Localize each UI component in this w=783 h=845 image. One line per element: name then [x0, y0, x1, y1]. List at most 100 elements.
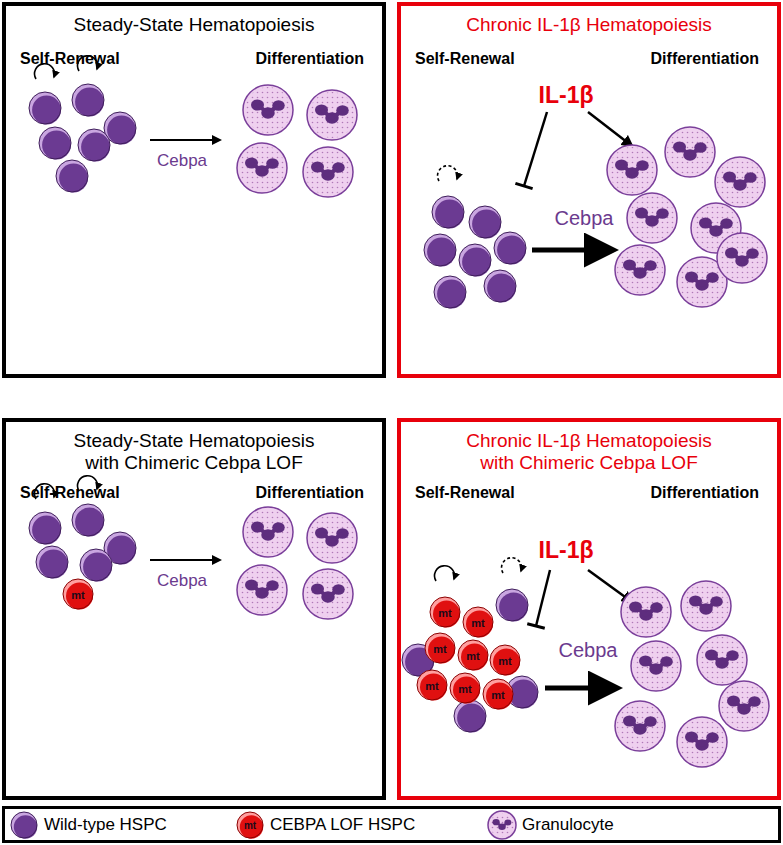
arrow — [150, 139, 220, 141]
wild-type-hspc-highlight — [39, 127, 71, 159]
wild-type-hspc-outline — [72, 84, 104, 116]
wild-type-hspc-outline — [39, 127, 71, 159]
nucleus-bridge — [258, 527, 279, 535]
mutant-hspc-highlight — [63, 579, 93, 609]
granulocyte — [677, 717, 727, 767]
wild-type-hspc-outline — [484, 270, 516, 302]
wild-type-hspc-body — [472, 210, 501, 239]
panel-box: Steady-State HematopoiesisSelf-Renewal Di… — [2, 2, 386, 378]
granulocyte-body — [697, 635, 747, 685]
granulocyte-body — [303, 147, 353, 197]
granulocyte-body — [665, 127, 715, 177]
mutant-hspc — [417, 670, 447, 701]
mutant-hspc-outline — [450, 673, 480, 703]
mutant-hspc-highlight — [430, 597, 460, 627]
wild-type-hspc — [434, 276, 466, 308]
mutant-hspc-body — [433, 601, 460, 628]
wild-type-hspc — [72, 84, 104, 116]
wild-type-hspc-body — [32, 96, 61, 125]
wild-type-hspc-body — [462, 248, 491, 277]
inhibition-line — [524, 112, 547, 186]
granulocyte — [307, 513, 357, 563]
granulocyte — [243, 507, 293, 557]
legend-text: Granulocyte — [522, 815, 614, 835]
granulocyte-granules — [617, 247, 663, 293]
mutant-hspc-outline — [237, 812, 263, 838]
granulocyte-body — [307, 90, 357, 140]
wild-type-hspc-outline — [469, 206, 501, 238]
mutant-tag: mt — [498, 656, 511, 667]
granulocyte-granules — [305, 149, 351, 195]
wild-type-hspc-outline — [459, 244, 491, 276]
nucleus-bridge — [258, 105, 279, 113]
granulocyte-body — [681, 581, 731, 631]
mutant-hspc-body — [240, 815, 263, 838]
nucleus-bridge — [630, 265, 651, 273]
wild-type-hspc-body — [107, 116, 136, 145]
nucleus-bridge — [680, 147, 701, 155]
mutant-hspc — [430, 597, 460, 628]
wild-type-hspc-body — [81, 133, 110, 162]
granulocyte-granules — [245, 87, 291, 133]
wild-type-hspc — [424, 234, 456, 266]
arrow — [150, 559, 220, 561]
wild-type-hspc-highlight — [29, 92, 61, 124]
wild-type-hspc-body — [39, 550, 68, 579]
wild-type-hspc — [496, 589, 528, 621]
mutant-hspc — [237, 812, 263, 839]
wild-type-hspc-highlight — [424, 234, 456, 266]
wild-type-hspc-outline — [494, 232, 526, 264]
wild-type-hspc-body — [32, 516, 61, 545]
mutant-hspc-outline — [490, 645, 520, 675]
nucleus-bridge — [622, 165, 643, 173]
granulocyte-granules — [617, 703, 663, 749]
wild-type-hspc-body — [499, 593, 528, 622]
mutant-hspc — [450, 673, 480, 704]
mutant-tag: mt — [244, 821, 256, 831]
panel-title: Chronic IL-1β Hematopoiesis — [453, 14, 725, 36]
column-heading: Self-Renewal — [20, 50, 120, 68]
mutant-tag: mt — [433, 644, 446, 655]
wild-type-hspc-outline — [454, 700, 486, 732]
mutant-hspc-body — [420, 674, 447, 701]
wild-type-hspc — [29, 92, 61, 124]
granulocyte — [607, 145, 657, 195]
wild-type-hspc — [459, 244, 491, 276]
wild-type-hspc-highlight — [80, 549, 112, 581]
granulocyte — [243, 85, 293, 135]
mutant-hspc-outline — [463, 607, 493, 637]
wild-type-hspc — [469, 206, 501, 238]
mutant-tag: mt — [425, 681, 438, 692]
nucleus-bridge — [692, 277, 713, 285]
inhibition-line — [536, 570, 550, 626]
wild-type-hspc-body — [437, 280, 466, 309]
wild-type-hspc — [36, 546, 68, 578]
nucleus-bridge — [318, 589, 339, 597]
wild-type-hspc — [432, 196, 464, 228]
granulocyte-granules — [245, 509, 291, 555]
mutant-hspc-body — [453, 677, 480, 704]
mutant-tag: mt — [491, 690, 504, 701]
wild-type-hspc-outline — [11, 812, 37, 838]
column-heading: Self-Renewal — [20, 484, 120, 502]
granulocyte — [717, 233, 767, 283]
nucleus-bridge — [732, 253, 753, 261]
panel-box: Chronic IL-1β Hematopoiesis with Chimeri… — [397, 418, 781, 800]
granulocyte — [303, 569, 353, 619]
granulocyte — [615, 701, 665, 751]
panel-title: Steady-State Hematopoiesis — [58, 14, 330, 36]
granulocyte-body — [627, 193, 677, 243]
granulocyte-body — [243, 507, 293, 557]
nucleus-bridge — [322, 533, 343, 541]
wild-type-hspc-body — [59, 164, 88, 193]
wild-type-hspc — [494, 232, 526, 264]
mutant-hspc — [463, 607, 493, 638]
column-heading: Differentiation — [256, 50, 364, 68]
granulocyte-body — [307, 513, 357, 563]
wild-type-hspc-highlight — [484, 270, 516, 302]
wild-type-hspc — [72, 504, 104, 536]
gene-label: Cebpa — [555, 208, 614, 228]
wild-type-hspc-outline — [434, 276, 466, 308]
granulocyte-body — [615, 701, 665, 751]
mutant-tag: mt — [438, 608, 451, 619]
